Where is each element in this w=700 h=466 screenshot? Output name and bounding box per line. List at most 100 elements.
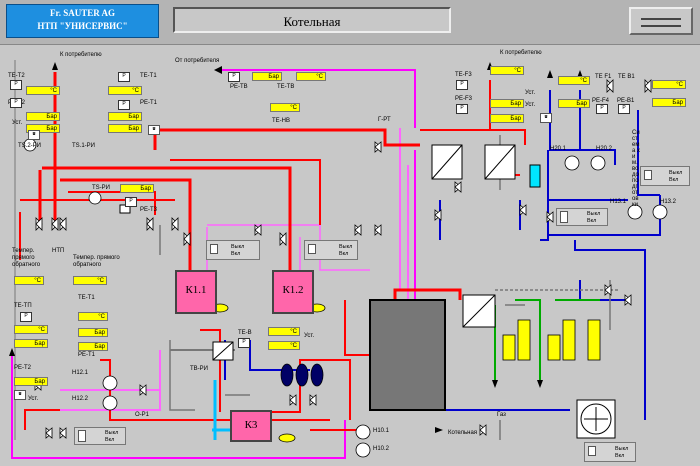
tag-h12-2: Н12.2 — [72, 396, 89, 402]
tag-te-nv: ТЕ-НВ — [272, 118, 290, 124]
tag-o-p1: О-Р1 — [135, 412, 150, 418]
boiler-k1-2[interactable]: К1.2 — [272, 270, 314, 314]
sensor-p-icon[interactable]: P — [228, 72, 240, 82]
tag-h10-1: Н10.1 — [373, 428, 390, 434]
makeup-left-label: Темпер. прямого обратного — [12, 248, 41, 268]
tag-h20-2: Н20.2 — [596, 146, 613, 152]
setpoint-label: Уст. — [28, 396, 39, 402]
switch-on-label: Выкл — [615, 446, 629, 452]
tag-h13-2: Н13.2 — [660, 199, 677, 205]
switch-toggle-icon — [560, 211, 568, 223]
switch-off-label: Вкл — [669, 177, 679, 183]
sensor-p-icon[interactable]: P — [20, 312, 32, 322]
tag-te-f1: ТЕ F1 — [595, 74, 612, 80]
value-temp-b2: °С — [268, 341, 300, 350]
page-title: Котельная — [173, 7, 451, 33]
alarm-bell-icon[interactable]: ☎ — [14, 390, 26, 400]
setpoint-label: Уст. — [12, 120, 23, 126]
tag-h10-2: Н10.2 — [373, 446, 390, 452]
sensor-p-icon[interactable]: P — [456, 104, 468, 114]
menu-line-icon — [641, 25, 681, 27]
softening-label: Система хим. водоподготовки — [632, 130, 641, 208]
tag-pe-tv: РЕ-ТВ — [230, 84, 248, 90]
value-temp-makeup-left: °С — [14, 276, 44, 285]
sensor-p-icon[interactable]: P — [238, 338, 250, 348]
tag-te-t1: ТЕ-Т1 — [140, 73, 157, 79]
boiler-k1-1[interactable]: К1.1 — [175, 270, 217, 314]
value-bar-f4: Бар — [558, 99, 590, 108]
boiler-label: К1.1 — [185, 284, 207, 296]
alarm-bell-icon[interactable]: ☎ — [148, 125, 160, 135]
boiler-k3[interactable]: К3 — [230, 410, 272, 442]
switch-off-label: Вкл — [615, 453, 625, 459]
switch-on-label: Выкл — [105, 430, 119, 436]
switch-on-label: Выкл — [669, 170, 683, 176]
value-temp-t1: °С — [108, 86, 142, 95]
tag-tb-pi: ТВ-РИ — [190, 366, 208, 372]
switch-toggle-icon — [210, 244, 218, 254]
switch-toggle-icon — [588, 446, 596, 456]
switch-h12[interactable]: Выкл Вкл — [74, 427, 126, 445]
setpoint-label: Уст. — [304, 333, 315, 339]
value-temp-f1: °С — [558, 76, 590, 85]
switch-toggle-icon — [78, 430, 86, 442]
sensor-p-icon[interactable]: P — [118, 72, 130, 82]
value-temp-b: °С — [268, 327, 300, 336]
tag-pe-b1: РЕ-B1 — [617, 98, 635, 104]
value-bar-t1-lower2: Бар — [78, 342, 108, 351]
company-name: Fr. SAUTER AG — [50, 8, 115, 18]
boiler-room-label: Котельная — [448, 430, 478, 436]
value-temp-nv: °С — [270, 103, 300, 112]
switch-off-label: Вкл — [105, 437, 115, 443]
value-bar-t1: Бар — [108, 112, 142, 121]
from-consumer-label: От потребителя — [175, 58, 220, 64]
boiler-label: К3 — [244, 419, 258, 431]
switch-h13[interactable]: Выкл Вкл — [640, 166, 690, 186]
switch-off-label: Вкл — [339, 251, 349, 257]
tag-te-b: ТЕ-В — [238, 330, 252, 336]
alarm-bell-icon[interactable]: ☎ — [28, 130, 40, 140]
tag-pe-t1: РЕ-Т1 — [140, 100, 158, 106]
to-consumer-right-label: К потребителю — [500, 50, 542, 56]
sensor-p-icon[interactable]: P — [596, 104, 608, 114]
menu-button[interactable] — [629, 7, 693, 35]
switch-toggle-icon — [644, 170, 652, 180]
value-bar-t1-lower: Бар — [78, 328, 108, 337]
tag-ts-pi: ТS-РИ — [92, 185, 110, 191]
value-temp-t1-lower: °С — [78, 312, 108, 321]
sensor-p-icon[interactable]: P — [456, 80, 468, 90]
tag-h20-1: Н20.1 — [550, 146, 567, 152]
tag-te-f3: ТЕ-F3 — [455, 72, 472, 78]
company-logo: Fr. SAUTER AG НТП "УНИСЕРВИС" — [6, 4, 159, 38]
value-bar-b1: Бар — [652, 98, 686, 107]
alarm-bell-icon[interactable]: ☎ — [540, 113, 552, 123]
value-temp-b1: °С — [652, 80, 686, 89]
tag-te-tv: ТЕ-ТВ — [277, 84, 295, 90]
tag-te-t1-lower: ТЕ-Т1 — [78, 295, 95, 301]
tag-ts2-pi: ТS.2-РИ — [18, 143, 41, 149]
boiler-label: К1.2 — [282, 284, 304, 296]
switch-on-label: Выкл — [339, 244, 353, 250]
switch-k1-2[interactable]: Выкл Вкл — [304, 240, 358, 260]
value-bar-f3b: Бар — [490, 114, 524, 123]
tag-pe-t1-lower: РЕ-Т1 — [78, 352, 96, 358]
value-bar-tv: Бар — [252, 72, 282, 81]
sensor-p-icon[interactable]: P — [10, 98, 22, 108]
value-temp-makeup-right: °С — [73, 276, 107, 285]
sensor-p-icon[interactable]: P — [618, 104, 630, 114]
gas-label: Газ — [497, 412, 506, 418]
sensor-p-icon[interactable]: P — [118, 100, 130, 110]
tag-te-tp: ТЕ-ТП — [14, 303, 32, 309]
switch-h20[interactable]: Выкл Вкл — [556, 208, 608, 226]
switch-k1-1[interactable]: Выкл Вкл — [206, 240, 260, 260]
sensor-p-icon[interactable]: P — [10, 80, 22, 90]
sensor-p-icon[interactable]: P — [125, 197, 137, 207]
tag-pe-t3: РЕ-Т3 — [140, 207, 158, 213]
switch-h10[interactable]: Выкл Вкл — [584, 442, 636, 462]
value-temp-t2: °С — [26, 86, 60, 95]
setpoint-label: Уст. — [525, 102, 536, 108]
value-temp-tp: °С — [14, 325, 48, 334]
tag-h13-1: Н13.1 — [610, 199, 627, 205]
switch-on-label: Выкл — [231, 244, 245, 250]
